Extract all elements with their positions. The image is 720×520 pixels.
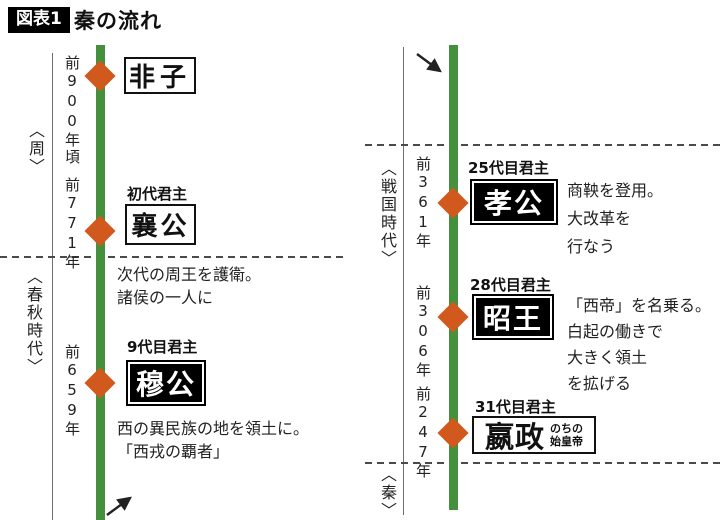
ruler-box-hishi: 非子 [124, 57, 196, 94]
figure-badge: 図表1 [8, 7, 70, 33]
timeline-marker-icon [84, 215, 116, 247]
era-label-qin: 〈秦〉 [378, 466, 397, 520]
timeline-axis-left [96, 45, 105, 520]
ruler-box-zhao: 昭王 [472, 294, 554, 340]
ruler-title-ying: 31代目君主 [475, 398, 556, 416]
ruler-title-xiao: 25代目君主 [468, 159, 549, 177]
event-description-xiao: 商鞅を登用。 大改革を 行なう [567, 181, 664, 256]
continuation-arrow-icon [106, 496, 132, 516]
ruler-box-xiao: 孝公 [470, 179, 558, 225]
ruler-name: 襄公 [131, 212, 190, 242]
timeline-marker-icon [437, 187, 469, 219]
date-bc900: 前900年頃 [63, 55, 81, 166]
ruler-name-note: のちの 始皇帝 [550, 422, 583, 448]
ruler-title-mu: 9代目君主 [127, 338, 198, 356]
event-description-mu: 西の異民族の地を領土に。 「西戎の覇者」 [117, 419, 310, 461]
date-bc659: 前659年 [63, 344, 81, 438]
ruler-name: 孝公 [483, 187, 544, 220]
ruler-title-xiang: 初代君主 [127, 185, 188, 203]
ruler-name: 穆公 [135, 368, 196, 401]
timeline-marker-icon [437, 417, 469, 449]
ruler-title-zhao: 28代目君主 [470, 276, 551, 294]
era-divider-line-right [403, 47, 404, 515]
event-description-xiang: 次代の周王を護衛。 諸侯の一人に [117, 265, 262, 307]
era-label-sengoku: 〈戦国時代〉 [378, 160, 397, 268]
timeline-marker-icon [84, 60, 116, 92]
page-title: 秦の流れ [74, 9, 162, 33]
era-boundary-qin [365, 462, 720, 464]
date-bc771: 前771年 [63, 177, 81, 271]
event-description-zhao: 「西帝」を名乗る。 白起の働きで 大きく領土 を拡げる [567, 296, 712, 393]
ruler-name: 非子 [128, 63, 191, 93]
continuation-arrow-icon [416, 53, 442, 73]
timeline-axis-right [449, 45, 458, 510]
ruler-box-xiang: 襄公 [125, 204, 196, 245]
date-bc306: 前306年 [414, 285, 432, 379]
ruler-box-mu: 穆公 [126, 360, 206, 406]
date-bc361: 前361年 [414, 156, 432, 250]
era-label-zhou: 〈周〉 [26, 122, 45, 176]
timeline-marker-icon [84, 367, 116, 399]
era-boundary-sengoku-top [365, 144, 720, 146]
ruler-name: 嬴政 [484, 420, 545, 454]
era-divider-line-left [52, 53, 53, 520]
date-bc247: 前247年 [414, 386, 432, 480]
timeline-marker-icon [437, 301, 469, 333]
ruler-box-ying: 嬴政 のちの 始皇帝 [472, 416, 596, 454]
ruler-name: 昭王 [482, 302, 543, 335]
era-boundary-zhou-chunqiu [0, 256, 346, 258]
era-label-chunqiu: 〈春秋時代〉 [24, 268, 43, 376]
